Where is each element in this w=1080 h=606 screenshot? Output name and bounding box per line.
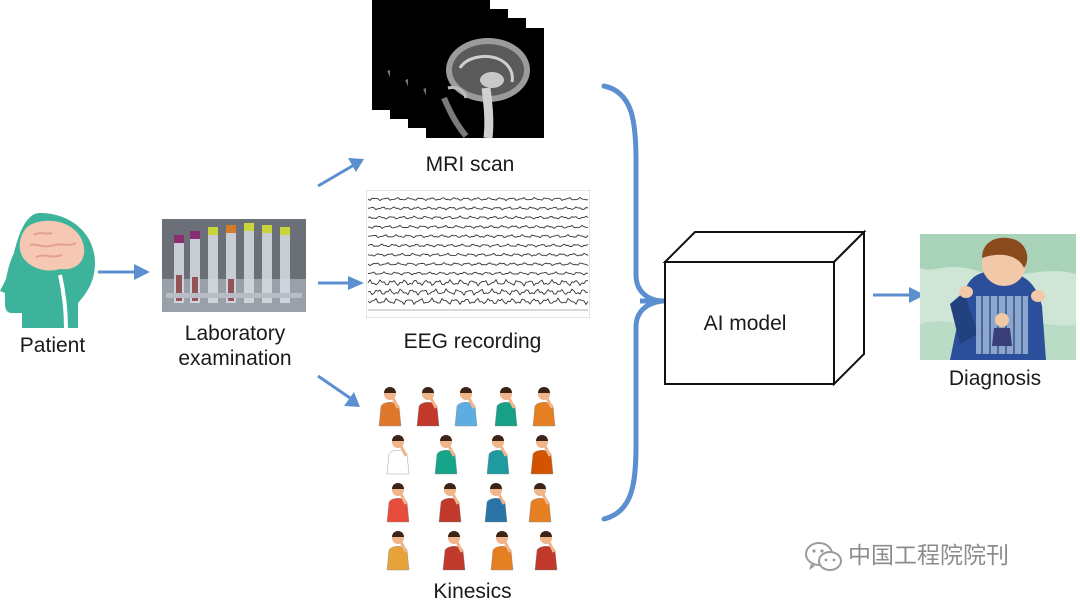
kinesics-figure — [530, 435, 554, 475]
arrow-patient-to-lab — [98, 264, 150, 280]
diagnosis-label: Diagnosis — [948, 367, 1042, 390]
kinesics-figure — [528, 483, 552, 523]
patient-label: Patient — [19, 334, 86, 357]
grouping-bracket — [601, 83, 666, 522]
kinesics-figure — [490, 531, 514, 571]
eeg-trace — [367, 206, 589, 211]
eeg-trace — [367, 215, 589, 220]
ai-model-box — [662, 229, 867, 387]
kinesics-figure — [494, 387, 518, 427]
kinesics-figure — [386, 531, 410, 571]
eeg-trace — [367, 224, 589, 230]
eeg-trace — [367, 243, 589, 248]
eeg-trace — [367, 297, 589, 306]
wechat-icon — [805, 542, 842, 571]
eeg-recording-image — [366, 190, 590, 318]
eeg-trace — [367, 252, 589, 257]
arrow-lab-to-mri — [317, 158, 364, 188]
lab-label-line2: examination — [178, 347, 292, 370]
kinesics-figure — [532, 387, 556, 427]
diagnosis-illustration — [920, 234, 1076, 360]
lab-label-line1: Laboratory — [184, 322, 286, 345]
kinesics-figure — [454, 387, 478, 427]
kinesics-figure — [442, 531, 466, 571]
eeg-trace — [367, 196, 589, 202]
kinesics-figure — [416, 387, 440, 427]
kinesics-figure — [484, 483, 508, 523]
arrow-lab-to-kinesics — [317, 374, 360, 407]
patient-head-icon — [0, 213, 95, 328]
eeg-trace — [367, 271, 589, 276]
kinesics-label: Kinesics — [433, 580, 512, 603]
kinesics-figure — [386, 435, 410, 475]
mri-label: MRI scan — [425, 153, 515, 176]
ai-model-label: AI model — [703, 312, 787, 335]
eeg-trace — [367, 288, 589, 296]
watermark-text: 中国工程院院刊 — [848, 543, 1009, 569]
eeg-trace — [367, 234, 589, 239]
eeg-trace — [367, 278, 589, 287]
eeg-label: EEG recording — [403, 330, 542, 353]
kinesics-figure — [434, 435, 458, 475]
arrow-lab-to-eeg — [318, 276, 364, 290]
kinesics-figure — [378, 387, 402, 427]
kinesics-figures-image — [378, 387, 558, 571]
kinesics-figure — [534, 531, 558, 571]
arrow-ai-to-diagnosis — [873, 287, 925, 303]
kinesics-figure — [486, 435, 510, 475]
kinesics-figure — [438, 483, 462, 523]
eeg-trace — [367, 261, 589, 267]
mri-scan-image — [372, 0, 548, 145]
kinesics-figure — [386, 483, 410, 523]
laboratory-tubes-image — [162, 219, 306, 312]
